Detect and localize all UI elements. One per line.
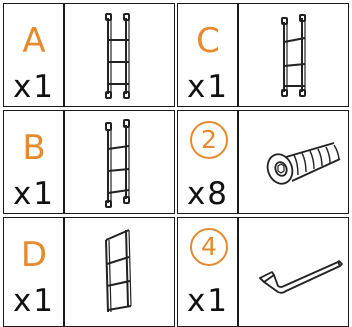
circled-number: 2 bbox=[190, 121, 228, 159]
part-quantity: x1 bbox=[4, 179, 64, 210]
screw-icon bbox=[264, 137, 344, 189]
part-cell-hex-key: 4 x1 bbox=[177, 217, 349, 327]
frame-panel-icon bbox=[96, 226, 142, 318]
part-letter: D bbox=[4, 238, 64, 272]
part-quantity: x1 bbox=[178, 72, 238, 103]
frame-panel-icon bbox=[98, 119, 138, 209]
circled-number: 4 bbox=[190, 228, 228, 266]
part-letter: C bbox=[178, 24, 238, 58]
part-letter: B bbox=[4, 131, 64, 165]
part-cell-c: C x1 bbox=[177, 3, 349, 107]
part-cell-d: D x1 bbox=[3, 217, 175, 327]
part-quantity: x8 bbox=[178, 179, 238, 210]
part-quantity: x1 bbox=[4, 72, 64, 103]
part-letter: A bbox=[4, 24, 64, 58]
frame-panel-icon bbox=[98, 12, 138, 100]
part-cell-b: B x1 bbox=[3, 110, 175, 214]
part-cell-a: A x1 bbox=[3, 3, 175, 107]
part-cell-screw: 2 x8 bbox=[177, 110, 349, 214]
part-quantity: x1 bbox=[178, 286, 238, 317]
part-quantity: x1 bbox=[4, 286, 64, 317]
hex-key-icon bbox=[256, 258, 346, 298]
frame-panel-icon bbox=[274, 14, 314, 100]
